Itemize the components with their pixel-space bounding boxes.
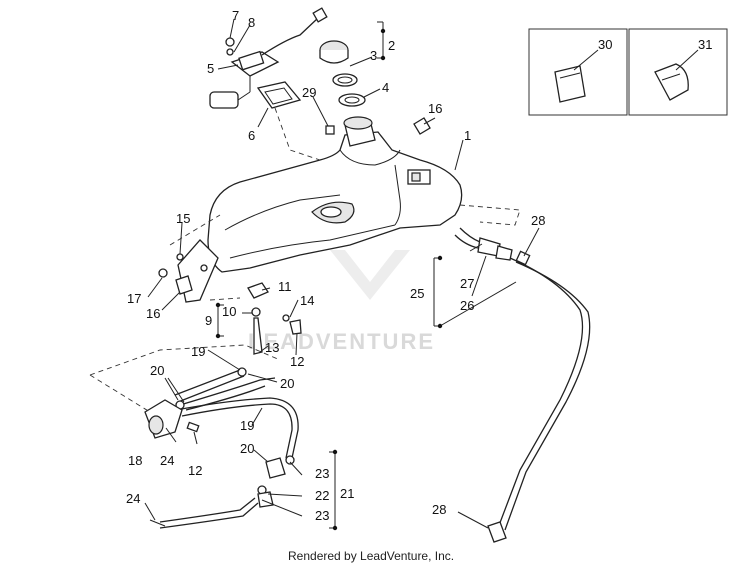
callout-29: 29: [302, 85, 316, 100]
callout-25: 25: [410, 286, 424, 301]
callout-20-c: 20: [240, 441, 254, 456]
hose-group-lower: [149, 455, 295, 529]
callout-18: 18: [128, 453, 142, 468]
callout-13: 13: [265, 340, 279, 355]
callout-8: 8: [248, 15, 255, 30]
callout-28-a: 28: [531, 213, 545, 228]
hose-group-right: [454, 227, 591, 543]
callout-12-a: 12: [290, 354, 304, 369]
callout-9: 9: [205, 313, 212, 328]
callout-5: 5: [207, 61, 214, 76]
callout-15: 15: [176, 211, 190, 226]
callout-28-b: 28: [432, 502, 446, 517]
callout-10: 10: [222, 304, 236, 319]
callout-22: 22: [315, 488, 329, 503]
callout-1: 1: [464, 128, 471, 143]
clip-part-16-top: [413, 117, 431, 135]
callout-17: 17: [127, 291, 141, 306]
callout-2: 2: [388, 38, 395, 53]
fuel-tank: [169, 116, 521, 303]
callout-27: 27: [460, 276, 474, 291]
callout-19-b: 19: [240, 418, 254, 433]
callout-labels: 1 2 3 4 5 6 7 8 9 10 11 12 12 13 14 15 1…: [126, 8, 712, 523]
watermark: LEADVENTURE: [248, 221, 435, 354]
callout-26: 26: [460, 298, 474, 313]
callout-19-a: 19: [191, 344, 205, 359]
callout-24-b: 24: [126, 491, 140, 506]
valve-assembly: [158, 253, 302, 355]
callout-23-b: 23: [315, 508, 329, 523]
callout-12-b: 12: [188, 463, 202, 478]
watermark-text: LEADVENTURE: [248, 329, 435, 354]
callout-11: 11: [278, 279, 292, 294]
callout-4: 4: [382, 80, 389, 95]
callout-31: 31: [698, 37, 712, 52]
callout-16-a: 16: [428, 101, 442, 116]
fuel-cap-group: [319, 40, 366, 135]
callout-24-a: 24: [160, 453, 174, 468]
callout-23-a: 23: [315, 466, 329, 481]
hose-group-left: [89, 344, 299, 459]
callout-20-b: 20: [280, 376, 294, 391]
callout-16-b: 16: [146, 306, 160, 321]
callout-7: 7: [232, 8, 239, 23]
callout-21: 21: [340, 486, 354, 501]
inset-box-31: [628, 28, 728, 116]
callout-6: 6: [248, 128, 255, 143]
leader-lines: [144, 18, 699, 531]
callout-3: 3: [370, 48, 377, 63]
callout-14: 14: [300, 293, 314, 308]
callout-30: 30: [598, 37, 612, 52]
footer-credit: Rendered by LeadVenture, Inc.: [288, 549, 454, 563]
callout-20-a: 20: [150, 363, 164, 378]
inset-box-30: [528, 28, 628, 116]
fuel-sender-group: [209, 7, 328, 161]
